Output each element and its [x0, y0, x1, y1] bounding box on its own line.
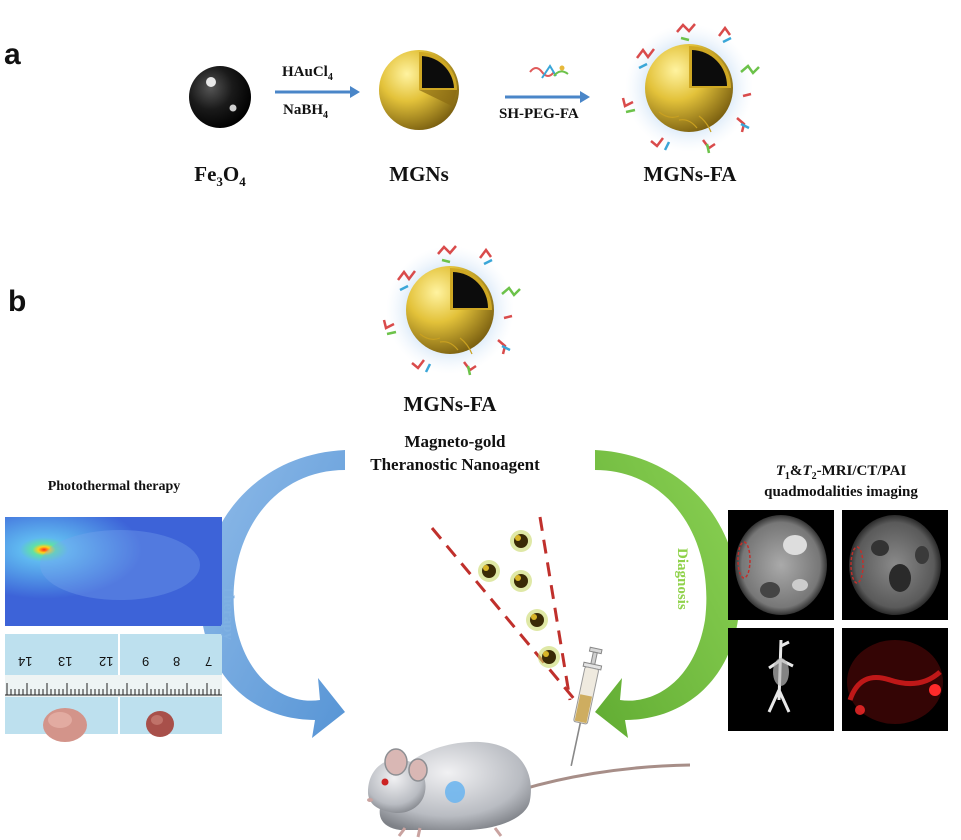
diagnosis-arrow-label: Diagnosis [674, 548, 690, 610]
reaction-arrow-2 [505, 91, 590, 103]
ruler-left-labels: 14 13 12 [18, 654, 113, 669]
agent-line-1: Magneto-gold [404, 432, 506, 451]
tumor-photo-panel [5, 634, 222, 742]
ruler-label: 14 [18, 654, 33, 669]
ruler-right-labels: 9 8 7 [142, 654, 212, 669]
therapy-title: Photothermal therapy [47, 479, 181, 494]
ruler-label: 7 [204, 654, 212, 669]
nanoparticle-group [478, 530, 560, 668]
mgns-fa-label-b: MGNs-FA [403, 392, 497, 416]
mgns-sphere [379, 50, 459, 130]
mgns-fa-label-a: MGNs-FA [643, 162, 737, 186]
panel-b-letter: b [8, 285, 27, 318]
diagnosis-arrow [595, 450, 740, 738]
therapy-arrow [200, 450, 345, 738]
ct-image [728, 628, 834, 731]
fe3o4-label: Fe3O4 [194, 162, 246, 190]
mri-t2-image [842, 510, 948, 620]
ruler-label: 12 [98, 654, 113, 669]
step2-label: SH-PEG-FA [499, 106, 579, 122]
pai-image [842, 628, 948, 731]
step1-bottom-label: NaBH4 [283, 102, 329, 121]
imaging-title-line1: T1&T2-MRI/CT/PAI [775, 463, 907, 482]
reaction-arrow-1 [275, 86, 360, 98]
mri-t1-image [728, 510, 834, 620]
therapy-arrow-label: Therapy [220, 585, 236, 641]
ruler-label: 9 [142, 654, 150, 669]
injection-cone [430, 516, 577, 701]
step1-top-label: HAuCl4 [282, 64, 333, 83]
sh-peg-fa-molecule-icon [529, 64, 569, 79]
mgns-fa-sphere-b [382, 244, 522, 377]
mgns-fa-sphere-a [621, 23, 760, 154]
mgns-label: MGNs [389, 162, 449, 186]
panel-a-letter: a [4, 38, 21, 71]
syringe-icon [570, 646, 603, 767]
imaging-title-line2: quadmodalities imaging [764, 484, 918, 500]
ruler-label: 8 [173, 654, 181, 669]
agent-line-2: Theranostic Nanoagent [370, 455, 540, 474]
ruler-label: 13 [58, 654, 73, 669]
mouse-illustration [367, 741, 691, 838]
thermal-image [5, 517, 222, 626]
fe3o4-sphere [189, 66, 251, 128]
